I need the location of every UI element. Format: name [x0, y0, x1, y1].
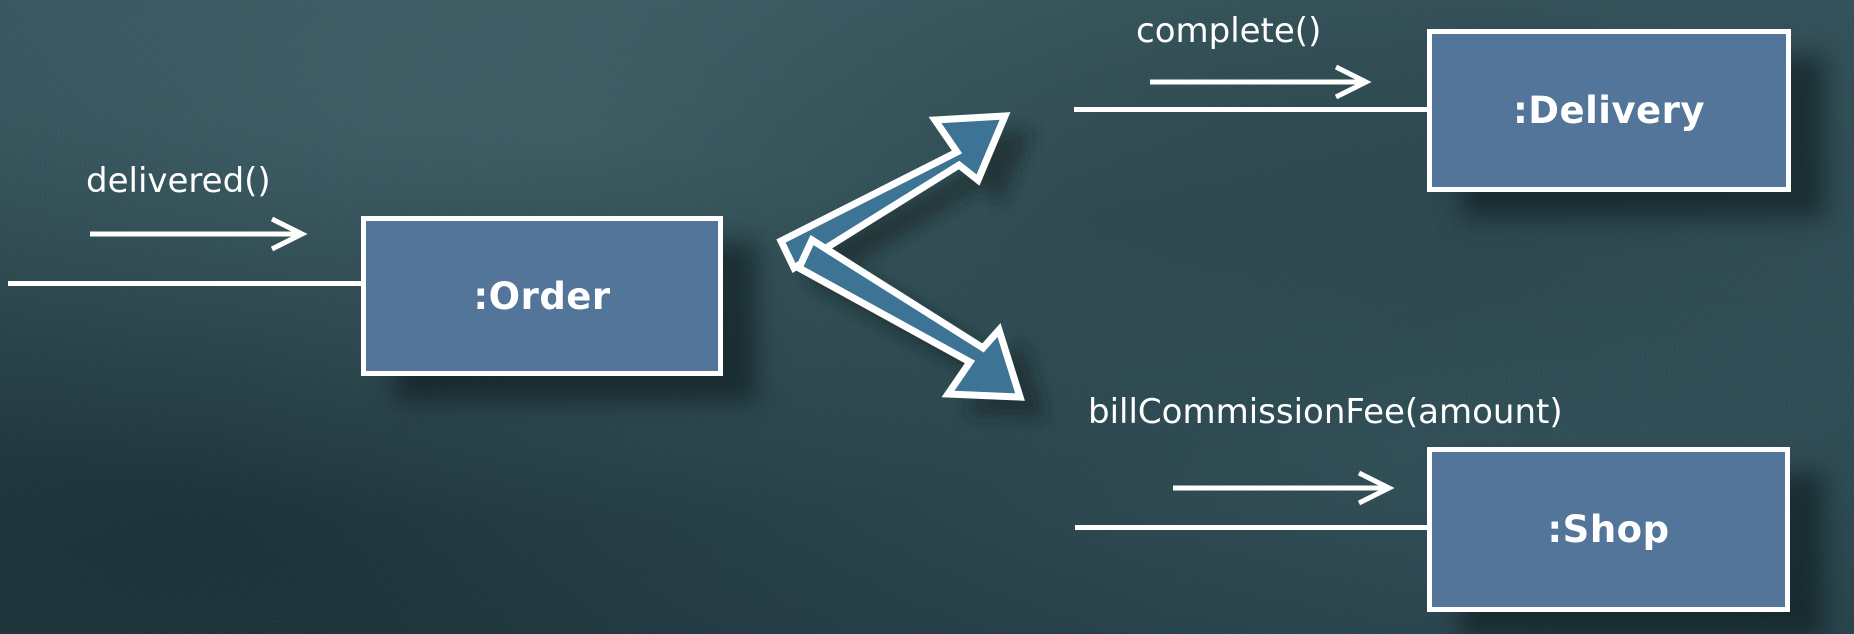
- delivery-object: :Delivery: [1427, 29, 1791, 192]
- order-object-label: :Order: [473, 274, 611, 318]
- delivery-link: [1074, 107, 1432, 112]
- delivered-message-arrow-icon: [90, 216, 308, 252]
- bill-message-arrow-icon: [1173, 470, 1395, 506]
- shop-object: :Shop: [1427, 447, 1790, 612]
- delivery-object-label: :Delivery: [1512, 89, 1706, 132]
- complete-message-label: complete(): [1136, 11, 1322, 51]
- complete-message-arrow-icon: [1150, 64, 1372, 100]
- order-incoming-link: [8, 281, 364, 286]
- order-object: :Order: [361, 216, 723, 376]
- bill-message-label: billCommissionFee(amount): [1088, 392, 1563, 432]
- delivered-message-label: delivered(): [86, 161, 271, 201]
- shop-object-label: :Shop: [1547, 508, 1670, 551]
- shop-link: [1075, 525, 1432, 530]
- big-arrow-down-icon: [794, 234, 1025, 401]
